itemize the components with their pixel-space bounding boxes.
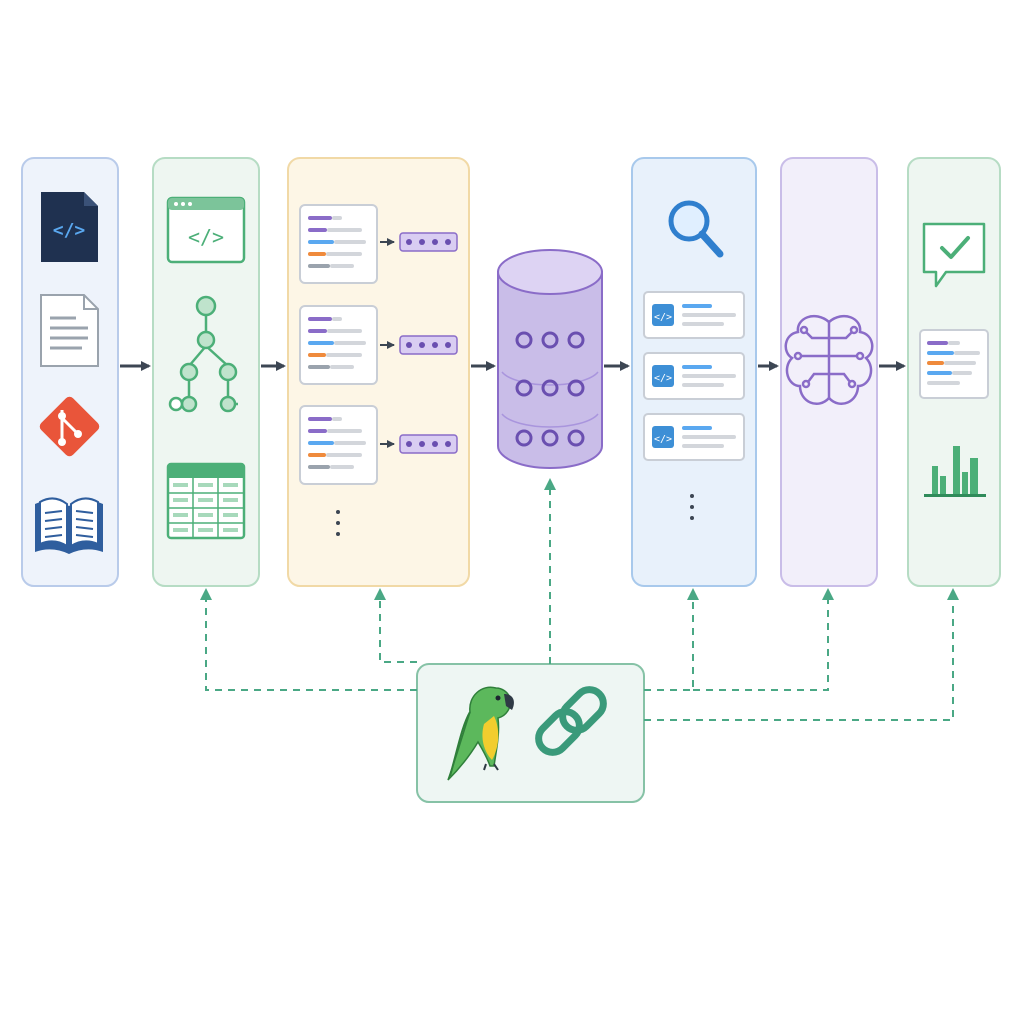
retrieved-snippet-icon: </>	[643, 352, 745, 400]
parrot-icon	[447, 686, 514, 781]
chunk-row	[299, 405, 458, 485]
connector-to-llm	[693, 588, 834, 691]
generated-code-card-icon	[919, 329, 989, 399]
svg-text:</>: </>	[188, 225, 224, 249]
open-book-icon	[35, 497, 103, 554]
code-file-icon: </>	[41, 192, 98, 262]
svg-text:</>: </>	[53, 220, 86, 241]
orchestrator-panel	[416, 663, 645, 803]
retrieved-snippet-icon: </>	[643, 291, 745, 339]
svg-text:</>: </>	[654, 312, 672, 323]
chat-check-icon	[922, 222, 986, 288]
syntax-tree-icon	[168, 295, 238, 413]
embedding-vector-icon	[399, 232, 458, 252]
retrieved-snippet-icon: </>	[643, 413, 745, 461]
ellipsis-icon	[690, 494, 694, 520]
connector-to-output	[644, 588, 959, 721]
connector-to-retrieval	[644, 588, 699, 691]
embedding-vector-icon	[399, 335, 458, 355]
embedding-vector-icon	[399, 434, 458, 454]
database-cylinder-icon	[497, 249, 603, 469]
bar-chart-icon	[924, 446, 986, 497]
chunk-row	[299, 204, 458, 284]
svg-text:</>: </>	[654, 373, 672, 384]
sources-panel	[21, 157, 119, 587]
text-document-icon	[40, 294, 99, 367]
table-icon	[166, 462, 246, 540]
magnifier-icon	[668, 200, 724, 258]
brain-circuit-icon	[784, 314, 874, 405]
ellipsis-icon	[336, 510, 340, 536]
chunk-row	[299, 305, 458, 385]
dashed-connectors	[200, 478, 959, 721]
git-icon	[39, 396, 100, 457]
connector-to-parsing	[200, 588, 417, 691]
svg-text:</>: </>	[654, 434, 672, 445]
code-window-icon: </>	[166, 196, 246, 264]
chain-link-icon	[535, 686, 607, 756]
connector-to-embedding	[374, 588, 417, 663]
